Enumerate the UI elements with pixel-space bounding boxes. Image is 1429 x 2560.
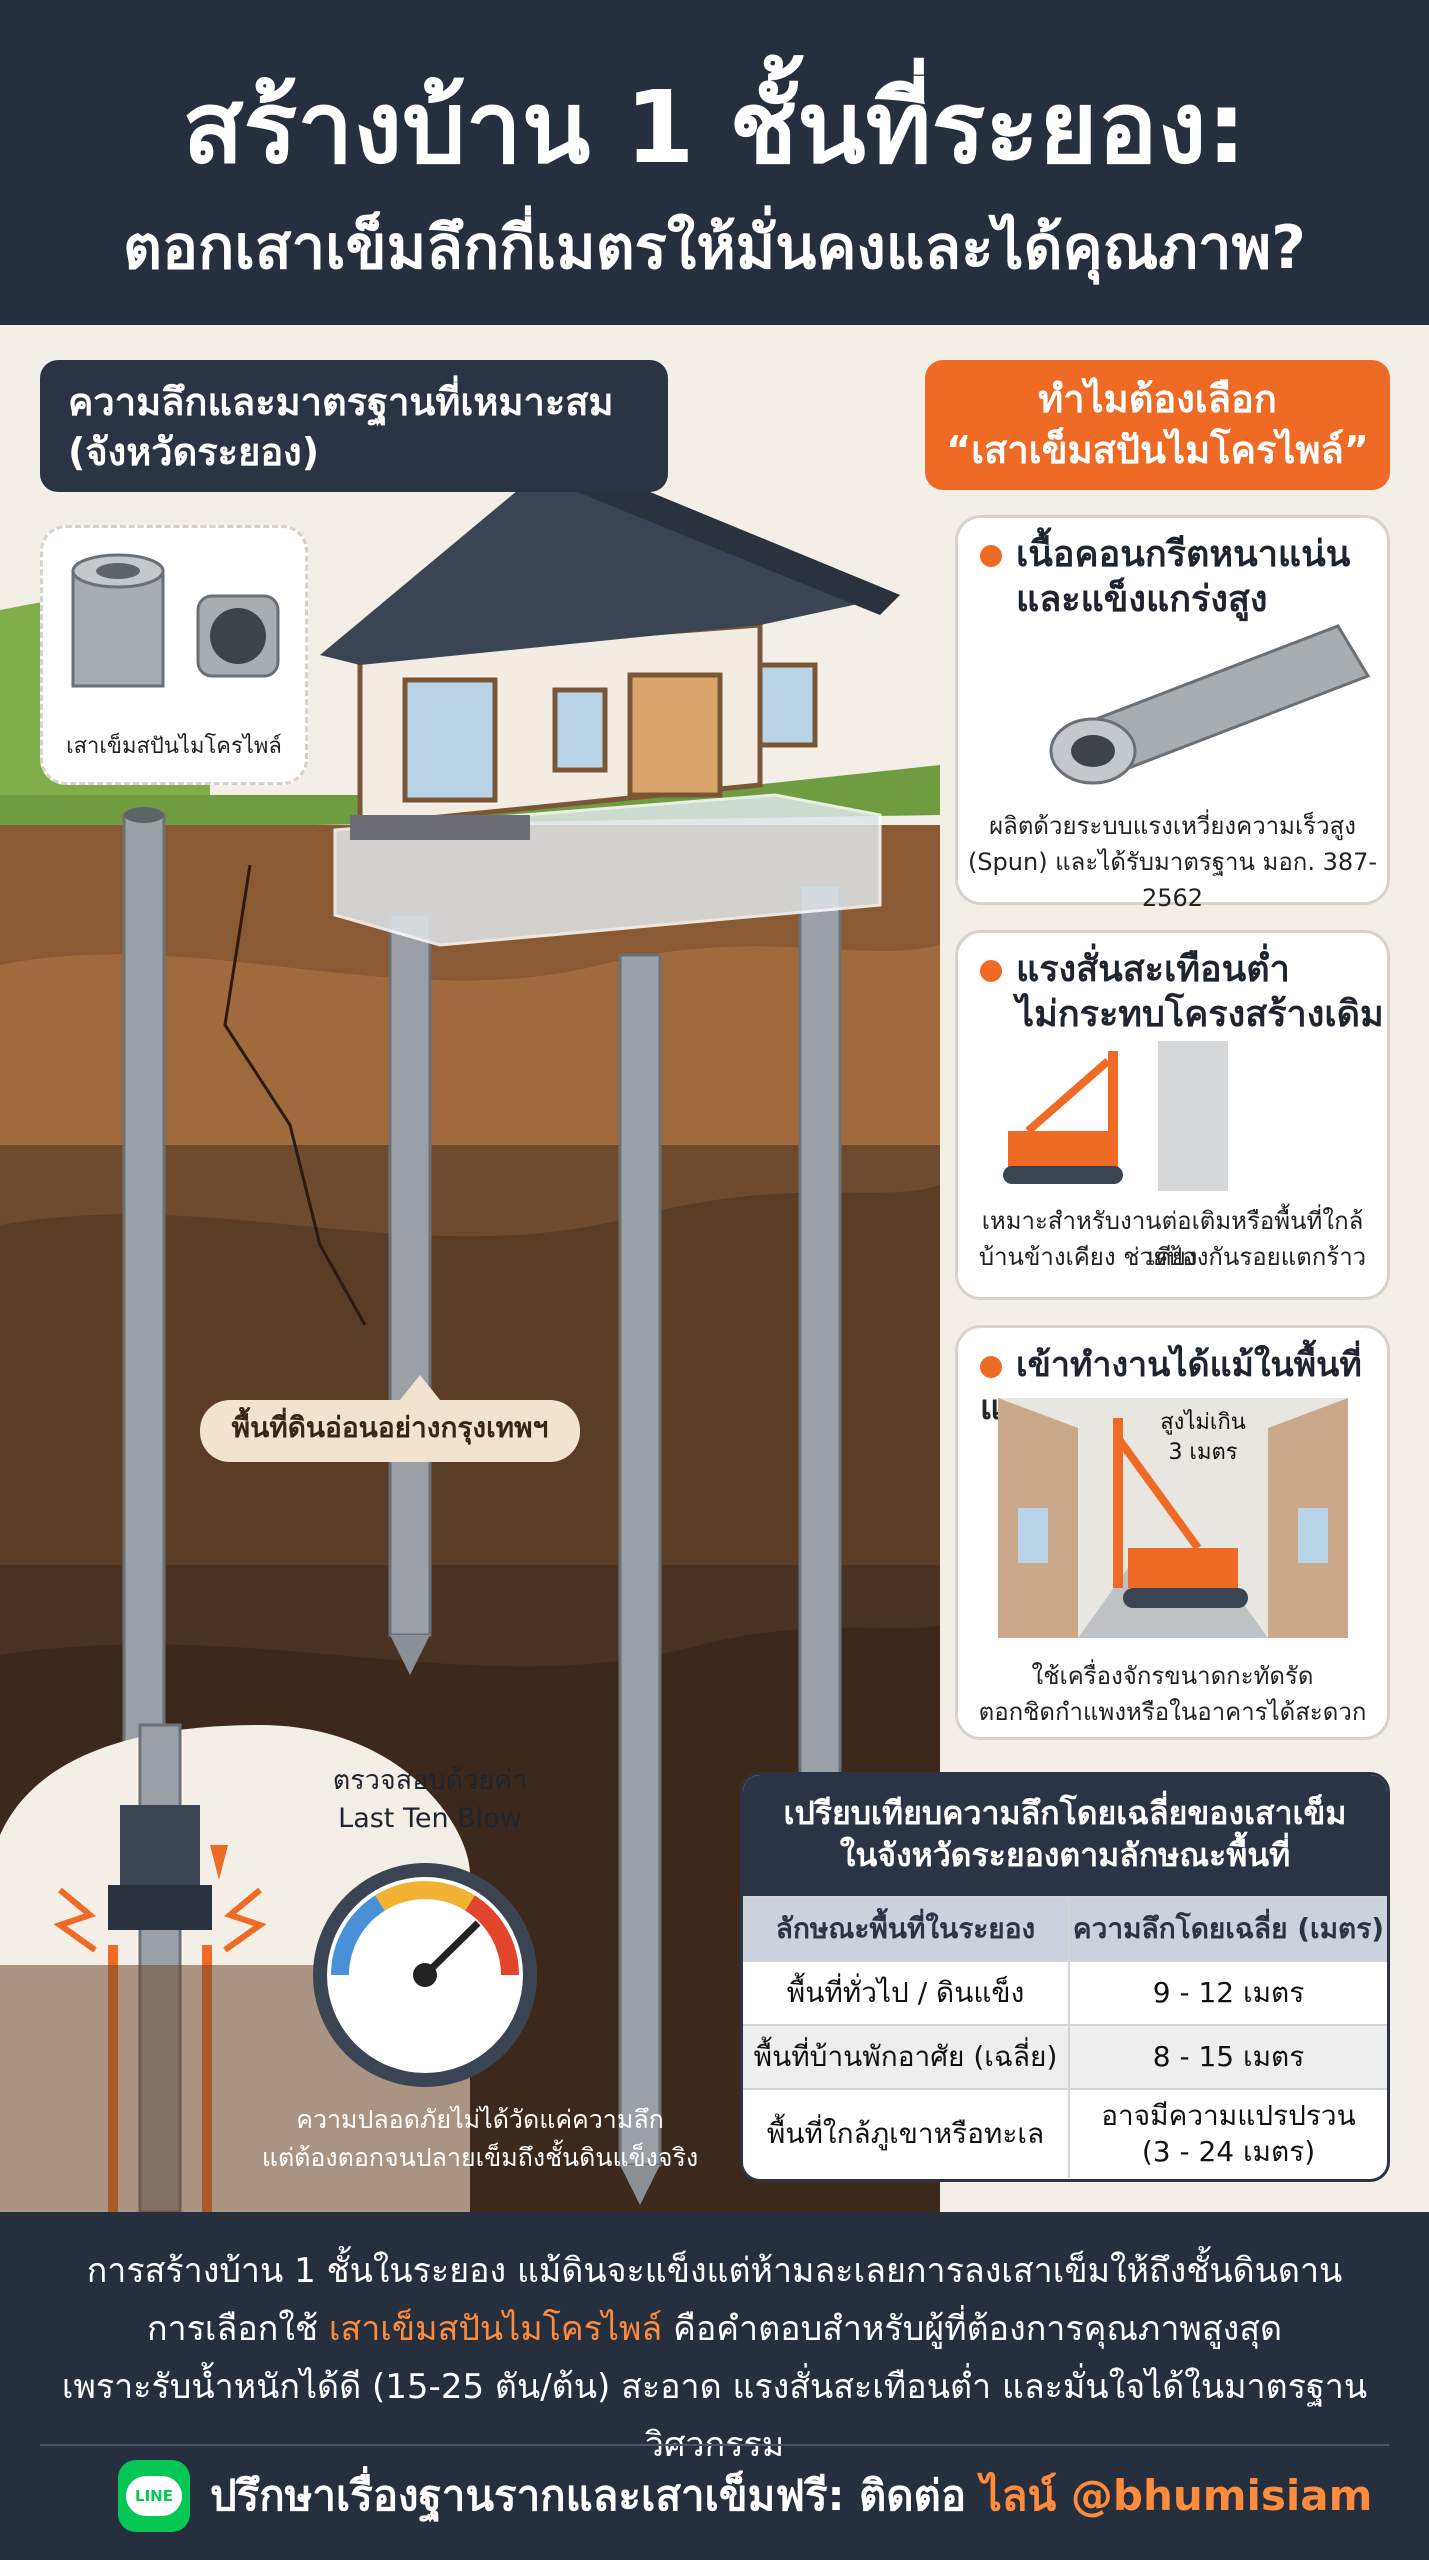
line-badge-text: LINE <box>126 2476 182 2516</box>
pile-icon-card: เสาเข็มสปันไมโครไพล์ <box>40 525 308 785</box>
header: สร้างบ้าน 1 ชั้นที่ระยอง: ตอกเสาเข็มลึกก… <box>0 0 1429 325</box>
check-label-line1: ตรวจสอบด้วยค่า <box>332 1765 528 1796</box>
table-row: พื้นที่ทั่วไป / ดินแข็ง 9 - 12 เมตร <box>743 1960 1387 2025</box>
footer: การสร้างบ้าน 1 ชั้นในระยอง แม้ดินจะแข็งแ… <box>0 2212 1429 2560</box>
why-choose-line2: “เสาเข็มสปันไมโครไพล์” <box>946 428 1369 472</box>
line-id-link[interactable]: ไลน์ @bhumisiam <box>980 2471 1373 2520</box>
benefit-card-concrete-caption-2: (Spun) และได้รับมาตรฐาน มอก. 387-2562 <box>967 848 1378 912</box>
depth-standard-title-line1: ความลึกและมาตรฐานที่เหมาะสม <box>68 380 614 424</box>
spun-pile-icon <box>71 553 280 688</box>
benefit-card-concrete-title: เนื้อคอนกรีตหนาแน่นและแข็งแกร่งสูง <box>980 532 1350 622</box>
footer-summary: การสร้างบ้าน 1 ชั้นในระยอง แม้ดินจะแข็งแ… <box>61 2251 1368 2465</box>
benefit-card-vibration-title: แรงสั่นสะเทือนต่ำไม่กระทบโครงสร้างเดิม <box>980 947 1384 1037</box>
highlight-product: เสาเข็มสปันไมโครไพล์ <box>328 2309 663 2349</box>
page-subtitle: ตอกเสาเข็มลึกกี่เมตรให้มั่นคงและได้คุณภา… <box>123 213 1306 283</box>
table-cell-depth: อาจมีความแปรปรวน (3 - 24 เมตร) <box>1101 2099 1356 2169</box>
benefit-card-vibration: แรงสั่นสะเทือนต่ำไม่กระทบโครงสร้างเดิม เ… <box>955 930 1390 1300</box>
benefit-card-narrow-space-caption-2: ตอกชิดกำแพงหรือในอาคารได้สะดวก <box>978 1698 1367 1726</box>
bullet-dot-icon <box>980 1355 1002 1378</box>
pile-icon-caption: เสาเข็มสปันไมโครไพล์ <box>66 734 282 759</box>
benefit-card-vibration-caption-1: เหมาะสำหรับงานต่อเติมหรือพื้นที่ใกล้เคีย… <box>981 1207 1364 1271</box>
height-limit-label-2: 3 เมตร <box>1168 1440 1238 1465</box>
safety-note-line1: ความปลอดภัยไม่ได้วัดแค่ความลึก <box>296 2105 664 2134</box>
line-app-icon[interactable]: LINE <box>118 2460 190 2532</box>
table-cell-depth: 8 - 15 เมตร <box>1070 2026 1387 2089</box>
contact-line: ปรึกษาเรื่องฐานรากและเสาเข็มฟรี: ติดต่อ … <box>210 2471 1373 2520</box>
table-title: เปรียบเทียบความลึกโดยเฉลี่ยของเสาเข็ม ใน… <box>743 1775 1387 1897</box>
narrow-alley-machine-icon <box>998 1398 1348 1638</box>
table-cell-depth: 9 - 12 เมตร <box>1152 1976 1305 2010</box>
table-cell-area: พื้นที่ใกล้ภูเขาหรือทะเล <box>743 2090 1070 2179</box>
benefit-card-concrete: เนื้อคอนกรีตหนาแน่นและแข็งแกร่งสูง ผลิตด… <box>955 515 1390 912</box>
footer-divider <box>40 2444 1389 2446</box>
height-limit-label-1: สูงไม่เกิน <box>1160 1410 1246 1435</box>
column-header-depth: ความลึกโดยเฉลี่ย (เมตร) <box>1070 1898 1387 1961</box>
soft-soil-label: พื้นที่ดินอ่อนอย่างกรุงเทพฯ <box>231 1411 549 1444</box>
benefit-card-narrow-space: เข้าทำงานได้แม้ในพื้นที่แคบ สูงไม่เกิน 3… <box>955 1325 1390 1740</box>
pile-driver-machine-icon <box>1003 1041 1228 1191</box>
table-cell-area: พื้นที่ทั่วไป / ดินแข็ง <box>743 1962 1070 2025</box>
benefit-card-narrow-space-caption-1: ใช้เครื่องจักรขนาดกะทัดรัด <box>1031 1662 1314 1690</box>
bullet-dot-icon <box>980 960 1002 982</box>
depth-standard-title: ความลึกและมาตรฐานที่เหมาะสม (จังหวัดระยอ… <box>40 360 668 492</box>
table-header-row: ลักษณะพื้นที่ในระยอง ความลึกโดยเฉลี่ย (เ… <box>743 1896 1387 1961</box>
why-choose-line1: ทำไมต้องเลือก <box>1038 377 1277 421</box>
depth-comparison-table: เปรียบเทียบความลึกโดยเฉลี่ยของเสาเข็ม ใน… <box>740 1772 1390 2182</box>
bullet-dot-icon <box>980 545 1002 567</box>
safety-note-line2: แต่ต้องตอกจนปลายเข็มถึงชั้นดินแข็งจริง <box>261 2143 699 2172</box>
table-row: พื้นที่ใกล้ภูเขาหรือทะเล อาจมีความแปรปรว… <box>743 2088 1387 2179</box>
check-label-line2: Last Ten Blow <box>338 1803 522 1834</box>
benefit-card-vibration-caption-2: บ้านข้างเคียง ช่วยป้องกันรอยแตกร้าว <box>978 1243 1367 1271</box>
table-row: พื้นที่บ้านพักอาศัย (เฉลี่ย) 8 - 15 เมตร <box>743 2024 1387 2089</box>
page-title: สร้างบ้าน 1 ชั้นที่ระยอง: <box>182 69 1247 186</box>
table-cell-area: พื้นที่บ้านพักอาศัย (เฉลี่ย) <box>743 2026 1070 2089</box>
depth-standard-title-line2: (จังหวัดระยอง) <box>68 430 320 474</box>
why-choose-banner: ทำไมต้องเลือก “เสาเข็มสปันไมโครไพล์” <box>925 360 1390 490</box>
column-header-area: ลักษณะพื้นที่ในระยอง <box>743 1898 1070 1961</box>
concrete-pile-icon <box>1049 624 1371 785</box>
benefit-card-concrete-caption-1: ผลิตด้วยระบบแรงเหวี่ยงความเร็วสูง <box>989 812 1356 840</box>
